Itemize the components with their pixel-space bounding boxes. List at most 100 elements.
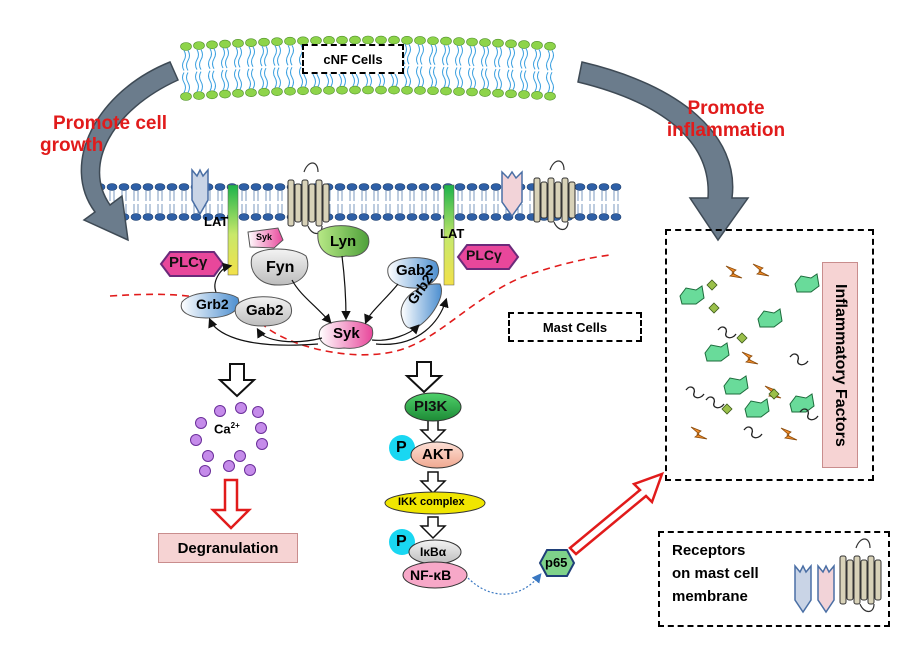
lipid-tail (493, 190, 499, 214)
lipid-head (401, 35, 413, 45)
lipid-head (453, 37, 465, 46)
lipid-head (262, 183, 274, 191)
lipid-tail (546, 71, 550, 93)
syk-center-shape (318, 320, 374, 349)
lipid-tail (469, 190, 475, 214)
lipid-tail (485, 68, 489, 89)
gpcr-helix (287, 179, 295, 227)
hollow-arrow-calcium (217, 363, 257, 398)
gab2-left-label: Gab2 (246, 302, 284, 319)
akt-label: AKT (422, 446, 453, 463)
lipid-tail (433, 66, 437, 88)
degranulation-label: Degranulation (177, 539, 279, 557)
factor-diamond-icon (768, 388, 780, 400)
lipid-head (388, 35, 400, 45)
lipid-tail (468, 67, 472, 89)
calcium-vesicle (223, 460, 235, 472)
calcium-vesicle (202, 450, 214, 462)
lipid-head (214, 213, 226, 221)
calcium-vesicle (234, 450, 246, 462)
lipid-head (142, 213, 154, 221)
lipid-head (531, 41, 543, 50)
lipid-head (544, 91, 556, 101)
calcium-charge: 2+ (230, 421, 240, 430)
lipid-head (271, 87, 283, 96)
lipid-head (178, 183, 190, 191)
lipid-tail (446, 66, 450, 88)
calcium-vesicles (190, 402, 268, 477)
lipid-head (346, 213, 358, 221)
lipid-head (466, 213, 478, 221)
gpcr-loop (549, 160, 565, 171)
lat-right-label: LAT (440, 226, 465, 241)
lipid-head (106, 183, 118, 191)
lipid-tail (433, 44, 437, 66)
lipid-tail (225, 47, 229, 69)
lipid-head (250, 183, 262, 191)
legend-receptor-icons (794, 563, 835, 614)
lipid-tail (253, 190, 259, 214)
lipid-tail (533, 49, 537, 70)
lipid-tail (589, 190, 595, 214)
lipid-head (454, 183, 466, 191)
lipid-head (382, 183, 394, 191)
lipid-tail (277, 45, 281, 66)
factor-protein-icon (679, 285, 705, 305)
lipid-tail (217, 190, 223, 214)
lipid-head (466, 37, 478, 47)
lipid-head (130, 213, 142, 221)
factor-curl-icon (685, 386, 705, 399)
receptors-legend-text: Receptors on mast cell membrane (660, 533, 759, 608)
lipid-head (574, 183, 586, 191)
lipid-tail (251, 68, 255, 89)
lipid-head (531, 91, 543, 100)
lipid-tail (212, 70, 216, 92)
factor-curl-icon (743, 426, 763, 439)
lipid-head (514, 213, 526, 221)
gpcr-helix (322, 183, 330, 223)
syk-small-label: Syk (256, 232, 273, 242)
lipid-head (358, 183, 370, 191)
lipid-tail (416, 44, 420, 65)
lipid-tail (520, 48, 524, 69)
lipid-head (336, 35, 348, 45)
inflammatory-factors-box (665, 229, 874, 481)
calcium-vesicle (252, 406, 264, 418)
lipid-tail (546, 49, 550, 71)
calcium-symbol: Ca (214, 421, 231, 437)
lipid-head (478, 183, 490, 191)
lipid-head (518, 40, 530, 49)
p65-label: p65 (545, 555, 568, 570)
lipid-tail (494, 68, 498, 90)
gpcr-helix (839, 555, 847, 605)
calcium-vesicle (256, 438, 268, 450)
calcium-vesicle (190, 434, 202, 446)
lipid-tail (459, 45, 463, 66)
lipid-tail (169, 190, 175, 214)
signaling-arrows (208, 255, 449, 346)
calcium-vesicle (214, 405, 226, 417)
lipid-head (238, 183, 250, 191)
gab2-right-shape (387, 257, 440, 289)
lipid-head (370, 213, 382, 221)
lipid-head (166, 183, 178, 191)
lipid-tail (472, 45, 476, 67)
lipid-tail (277, 190, 283, 214)
receptors-legend-box: Receptors on mast cell membrane (658, 531, 890, 627)
lipid-head (388, 85, 400, 95)
gpcr-helix (301, 179, 309, 227)
factor-protein-icon (757, 308, 783, 328)
lipid-head (610, 213, 622, 221)
lipid-tail (524, 48, 528, 69)
grb2-right-shape (400, 283, 442, 329)
lipid-head (430, 183, 442, 191)
lipid-head (479, 88, 491, 97)
lipid-tail (494, 46, 498, 68)
lipid-tail (601, 190, 607, 214)
factor-protein-icon (723, 375, 749, 395)
lipid-head (154, 183, 166, 191)
lipid-tail (416, 66, 420, 87)
lipid-head (219, 39, 231, 49)
lipid-head (492, 38, 504, 48)
lipid-head (406, 213, 418, 221)
